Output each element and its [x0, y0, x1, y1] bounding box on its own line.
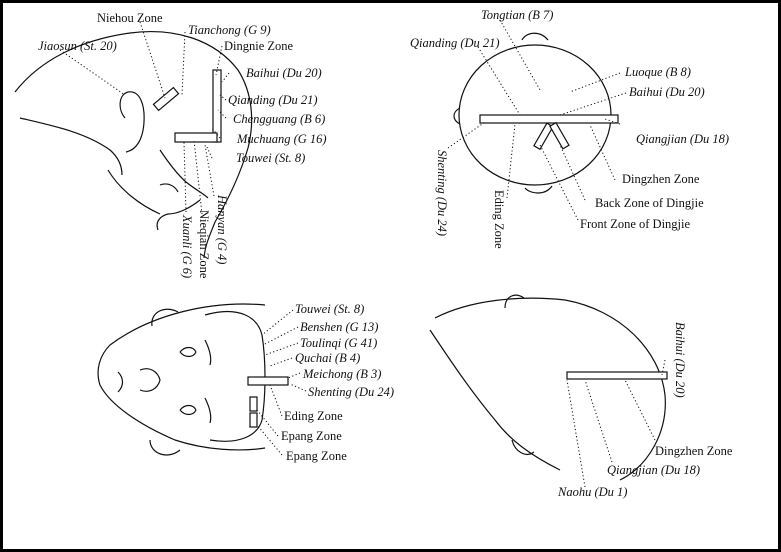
label-qiangjian-top: Qiangjian (Du 18)	[636, 132, 729, 146]
leader-epang-1	[257, 410, 278, 436]
label-baihui-back: Baihui (Du 20)	[673, 322, 687, 398]
label-niehou-zone: Niehou Zone	[97, 11, 163, 25]
leader-baihui-top	[560, 93, 626, 115]
niehou-zone-bar	[153, 88, 178, 111]
label-hanyan: Hanyan (G 4)	[215, 194, 229, 264]
label-xuanli: Xuanli (G 6)	[180, 214, 194, 278]
leader-dingzhen-top	[590, 125, 615, 180]
back-head-figure	[430, 295, 667, 487]
leader-shenting-front	[290, 384, 306, 391]
leader-naohu	[567, 380, 585, 487]
label-jiaosun: Jiaosun (St. 20)	[38, 39, 117, 53]
label-benshen: Benshen (G 13)	[300, 320, 378, 334]
leader-hanyan	[205, 145, 214, 196]
top-right-ear	[525, 186, 552, 193]
nieqian-zone-bar	[175, 133, 217, 142]
label-epang-zone-1: Epang Zone	[281, 429, 342, 443]
label-tianchong: Tianchong (G 9)	[188, 23, 271, 37]
label-baihui-lateral: Baihui (Du 20)	[246, 66, 322, 80]
leader-toulinqi	[265, 343, 298, 355]
label-baihui-top: Baihui (Du 20)	[629, 85, 705, 99]
front-brow-upper	[205, 340, 211, 365]
back-neck	[430, 330, 560, 470]
dingzhen-zone-bar-back	[567, 372, 667, 379]
label-back-zone-dingjie: Back Zone of Dingjie	[595, 196, 704, 210]
label-qianding-lateral: Qianding (Du 21)	[228, 93, 318, 107]
label-touwei-lateral: Touwei (St. 8)	[236, 151, 305, 165]
eding-zone-bar-front	[248, 377, 288, 385]
leader-quchai	[270, 358, 292, 366]
leader-backzone	[560, 145, 585, 200]
leader-luoque	[570, 73, 620, 92]
label-shenting-top: Shenting (Du 24)	[435, 150, 449, 236]
leader-tongtian	[500, 20, 540, 90]
front-eye-lower	[180, 406, 196, 415]
front-mouth	[118, 372, 123, 392]
lateral-eye	[160, 184, 178, 192]
label-eding-zone-front: Eding Zone	[284, 409, 343, 423]
front-brow-lower	[205, 398, 211, 423]
label-dingnie-zone: Dingnie Zone	[224, 39, 294, 53]
leader-shenting	[448, 122, 485, 148]
leader-jiaosun	[60, 50, 125, 95]
label-eding-zone-top: Eding Zone	[492, 190, 506, 249]
dingzhen-zone-bar-top	[480, 115, 618, 123]
leader-touwei-front	[262, 310, 293, 335]
label-muchuang: Muchuang (G 16)	[236, 132, 327, 146]
label-meichong: Meichong (B 3)	[302, 367, 381, 381]
label-qianding-top: Qianding (Du 21)	[410, 36, 500, 50]
label-toulinqi: Toulinqi (G 41)	[300, 336, 377, 350]
label-front-zone-dingjie: Front Zone of Dingjie	[580, 217, 691, 231]
front-eye-upper	[180, 348, 196, 357]
labels: Niehou Zone Tianchong (G 9) Jiaosun (St.…	[38, 8, 733, 499]
leader-frontzone	[540, 145, 578, 220]
label-tongtian: Tongtian (B 7)	[481, 8, 553, 22]
front-nose	[140, 369, 160, 392]
lateral-ear	[120, 92, 144, 152]
leader-tianchong	[182, 32, 185, 95]
front-face-outline	[98, 304, 265, 450]
label-luoque: Luoque (B 8)	[624, 65, 691, 79]
label-qiangjian-back: Qiangjian (Du 18)	[607, 463, 700, 477]
label-chengguang: Chengguang (B 6)	[233, 112, 325, 126]
leader-epang-2	[257, 425, 282, 455]
label-shenting-front: Shenting (Du 24)	[308, 385, 394, 399]
label-epang-zone-2: Epang Zone	[286, 449, 347, 463]
front-ear-top	[152, 309, 178, 326]
leader-qianding-top	[478, 47, 520, 115]
back-head-outline	[435, 298, 665, 480]
top-left-ear	[522, 33, 548, 40]
label-dingzhen-zone-back: Dingzhen Zone	[655, 444, 733, 458]
front-ear-bottom	[150, 440, 180, 455]
leader-meichong	[288, 373, 300, 378]
label-touwei-front: Touwei (St. 8)	[295, 302, 364, 316]
leader-niehou	[140, 22, 165, 98]
label-naohu: Naohu (Du 1)	[557, 485, 627, 499]
front-face-figure	[98, 304, 306, 455]
label-quchai: Quchai (B 4)	[295, 351, 360, 365]
back-ear-top	[505, 295, 524, 308]
leader-benshen	[263, 327, 298, 345]
label-dingzhen-zone-top: Dingzhen Zone	[622, 172, 700, 186]
label-nieqian-zone: Nieqian Zone	[197, 210, 211, 279]
leader-xuanli	[184, 142, 186, 212]
leader-eding-front	[270, 385, 282, 416]
leader-baihui	[222, 73, 229, 82]
epang-zone-bar-1	[250, 397, 257, 411]
dingnie-zone-bar	[213, 70, 221, 142]
leader-qiangjian-back	[585, 380, 612, 462]
epang-zone-bar-2	[250, 413, 257, 427]
leader-dingzhen-back	[625, 380, 655, 440]
dingjie-back-zone-bar	[550, 123, 569, 149]
top-head-figure	[448, 20, 626, 220]
leader-eding	[507, 124, 515, 198]
